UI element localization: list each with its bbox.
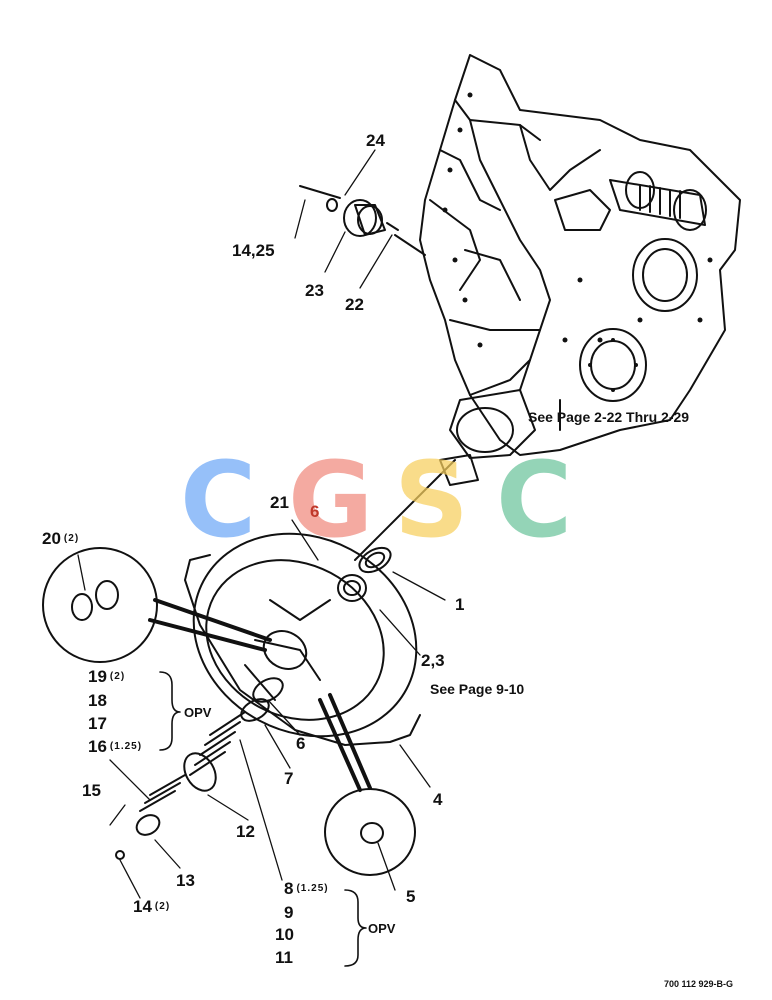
callout-7: 7	[284, 769, 294, 788]
callout-14-number: 14	[133, 897, 152, 916]
housing-bolts	[442, 92, 713, 392]
callout-1: 1	[455, 595, 465, 614]
opv-label-lower: OPV	[368, 921, 396, 936]
callout-8-qty: (1.25)	[296, 883, 329, 894]
callout-8: 8(1.25)	[284, 880, 329, 897]
callout-4: 4	[433, 790, 443, 809]
callout-14-qty: (2)	[154, 901, 171, 912]
callout-20-qty: (2)	[63, 533, 80, 544]
callout-10: 10	[275, 925, 294, 944]
callout-23: 23	[305, 281, 324, 300]
callout-6-highlighted: 6	[310, 502, 320, 521]
callout-14-25: 14,25	[232, 241, 275, 260]
callout-21: 21	[270, 493, 289, 512]
detail-callouts	[42, 547, 416, 876]
callout-17: 17	[88, 714, 107, 733]
callout-19: 19(2)	[88, 668, 125, 685]
gearbox-housing	[419, 54, 741, 486]
callout-2-3: 2,3	[421, 651, 445, 670]
cgsc-watermark: C G S C	[180, 448, 600, 558]
callout-22: 22	[345, 295, 364, 314]
opv-label-upper: OPV	[184, 705, 212, 720]
watermark-letter-g: G	[288, 439, 374, 561]
callout-11: 11	[275, 948, 293, 967]
watermark-letter-c1: C	[180, 439, 257, 561]
callout-9: 9	[284, 903, 294, 922]
callout-13: 13	[176, 871, 195, 890]
callout-5: 5	[406, 887, 416, 906]
callout-20: 20(2)	[42, 530, 79, 547]
callout-20-number: 20	[42, 529, 61, 548]
see-page-gearbox-note: See Page 2-22 Thru 2-29	[528, 409, 690, 425]
opv-braces	[159, 671, 367, 967]
callout-19-number: 19	[88, 667, 107, 686]
see-page-wheel-note: See Page 9-10	[430, 681, 525, 697]
callout-16-number: 16	[88, 737, 107, 756]
bearing-stack	[115, 459, 456, 860]
callout-19-qty: (2)	[109, 671, 126, 682]
callout-8-number: 8	[284, 879, 294, 898]
callout-6: 6	[296, 734, 306, 753]
callout-12: 12	[236, 822, 255, 841]
callout-14: 14(2)	[133, 898, 170, 915]
callout-15: 15	[82, 781, 101, 800]
callout-16: 16(1.25)	[88, 738, 142, 755]
callout-16-qty: (1.25)	[109, 741, 143, 752]
watermark-letter-s: S	[394, 439, 469, 561]
sprocket-assembly	[299, 185, 426, 256]
watermark-letter-c2: C	[496, 439, 573, 561]
leader-lines	[77, 149, 446, 899]
callout-24: 24	[366, 131, 385, 150]
callout-18: 18	[88, 691, 107, 710]
drawing-number: 700 112 929-B-G	[664, 979, 734, 989]
